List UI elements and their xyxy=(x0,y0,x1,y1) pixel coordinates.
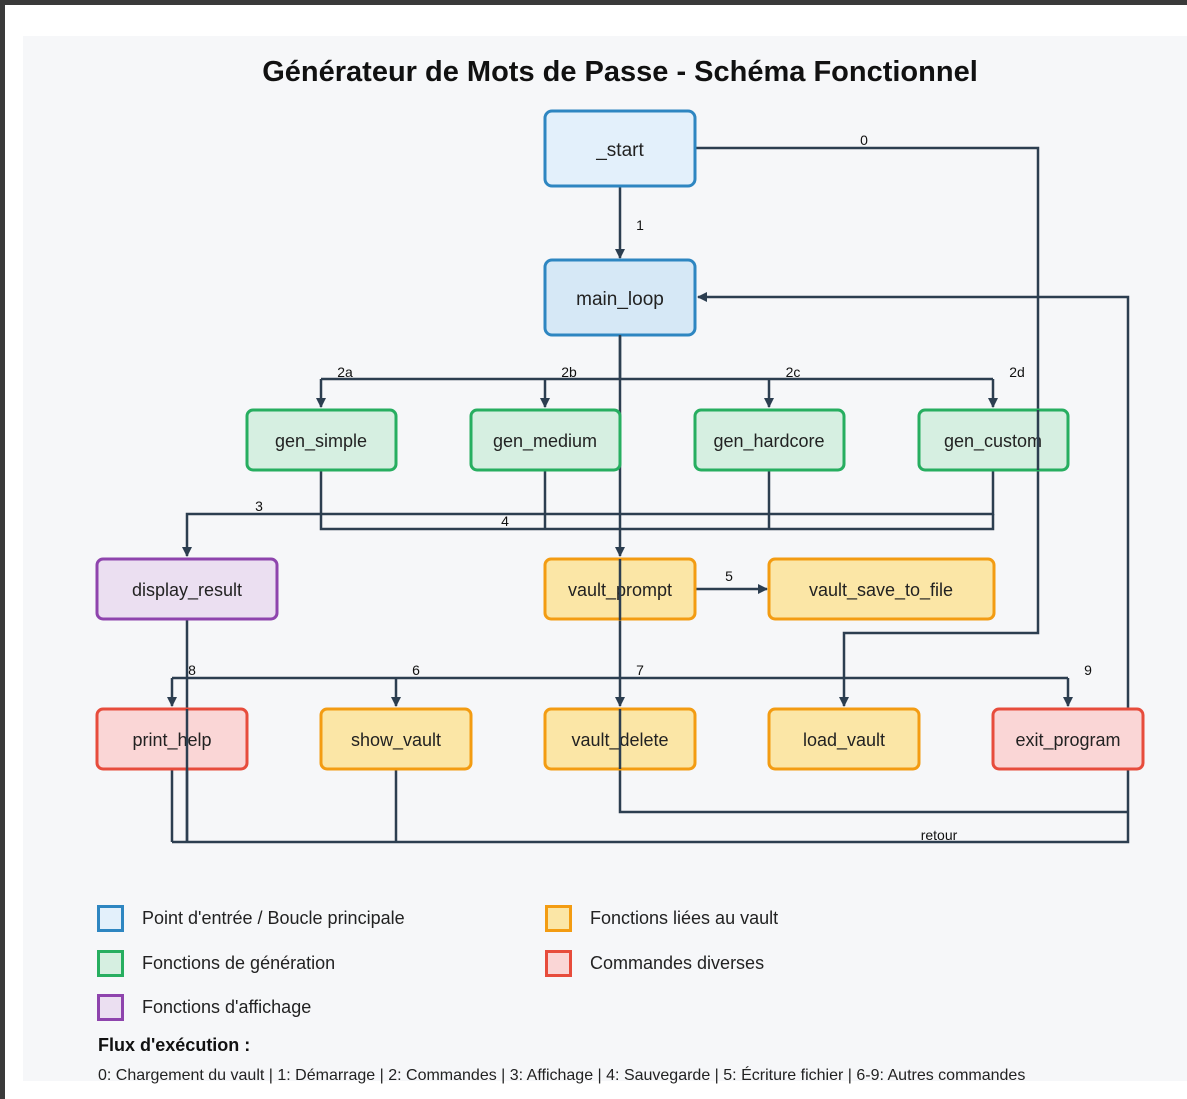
edge-vault-delete-return xyxy=(618,769,1128,814)
node-gen-custom-label: gen_custom xyxy=(944,431,1042,452)
legend-misc-label: Commandes diverses xyxy=(590,952,765,973)
node-exit-program: exit_program xyxy=(991,707,1145,771)
edge-label-9: 9 xyxy=(1084,662,1092,678)
legend-vault: Fonctions liées au vault xyxy=(545,902,778,934)
flow-title: Flux d'exécution : xyxy=(98,1035,251,1055)
node-main-loop-label: main_loop xyxy=(576,289,664,310)
legend-display: Fonctions d'affichage xyxy=(97,991,311,1023)
legend-generation: Fonctions de génération xyxy=(97,947,335,979)
legend-misc-swatch xyxy=(545,949,572,977)
node-load-vault: load_vault xyxy=(767,707,921,771)
flow-description: 0: Chargement du vault | 1: Démarrage | … xyxy=(98,1067,1026,1084)
node-gen-custom: gen_custom xyxy=(917,408,1070,472)
node-exit-program-label: exit_program xyxy=(1015,730,1120,751)
node-main-loop: main_loop xyxy=(543,258,697,337)
edge-label-retour: retour xyxy=(921,827,958,843)
edge-return-bus xyxy=(172,292,1130,844)
node-gen-medium: gen_medium xyxy=(469,408,622,472)
edge-label-1: 1 xyxy=(636,217,644,233)
node-gen-medium-label: gen_medium xyxy=(493,431,597,452)
edge-label-8: 8 xyxy=(188,662,196,678)
node-start: _start xyxy=(543,109,697,188)
node-print-help-label: print_help xyxy=(132,730,211,751)
edge-label-5: 5 xyxy=(725,568,733,584)
node-vault-save-to-file-label: vault_save_to_file xyxy=(809,580,953,601)
node-print-help: print_help xyxy=(95,707,249,771)
legend-vault-label: Fonctions liées au vault xyxy=(590,907,779,928)
node-start-label: _start xyxy=(595,140,644,161)
edge-label-7: 7 xyxy=(636,662,644,678)
overlay-edges xyxy=(185,335,1040,842)
node-vault-save-to-file: vault_save_to_file xyxy=(767,557,996,621)
edge-label-0: 0 xyxy=(860,132,868,148)
edge-start-to-load-vault xyxy=(695,146,1040,707)
window-frame-top xyxy=(0,0,1187,5)
diagram-title: Générateur de Mots de Passe - Schéma Fon… xyxy=(262,56,978,88)
legend-entry-label: Point d'entrée / Boucle principale xyxy=(142,907,405,928)
edge-label-2b: 2b xyxy=(561,364,577,380)
edge-label-2c: 2c xyxy=(786,364,801,380)
edges xyxy=(167,146,1130,844)
node-gen-simple: gen_simple xyxy=(245,408,398,472)
edge-gen-to-display xyxy=(182,470,995,557)
edge-label-2a: 2a xyxy=(337,364,353,380)
node-show-vault-label: show_vault xyxy=(351,730,441,751)
legend-generation-swatch xyxy=(97,949,124,977)
edge-gen-simple-save xyxy=(319,470,995,531)
edge-label-2d: 2d xyxy=(1009,364,1025,380)
legend-misc: Commandes diverses xyxy=(545,947,764,979)
legend-vault-swatch xyxy=(545,904,572,932)
legend-display-swatch xyxy=(97,993,124,1021)
node-gen-simple-label: gen_simple xyxy=(275,431,367,452)
legend-entry-swatch xyxy=(97,904,124,932)
node-gen-hardcore: gen_hardcore xyxy=(693,408,846,472)
node-display-result-label: display_result xyxy=(132,580,242,601)
edge-label-4: 4 xyxy=(501,513,509,529)
node-load-vault-label: load_vault xyxy=(803,730,885,751)
legend-entry: Point d'entrée / Boucle principale xyxy=(97,902,405,934)
legend-generation-label: Fonctions de génération xyxy=(142,952,336,973)
edge-label-3: 3 xyxy=(255,498,263,514)
node-display-result: display_result xyxy=(95,557,279,621)
node-gen-hardcore-label: gen_hardcore xyxy=(713,431,824,452)
edge-labels: 0 1 2a 2b 2c 2d 3 4 5 6 7 8 9 retour xyxy=(188,132,1092,843)
window-frame-left xyxy=(0,0,5,1099)
node-show-vault: show_vault xyxy=(319,707,473,771)
legend-display-label: Fonctions d'affichage xyxy=(142,996,312,1017)
edge-label-6: 6 xyxy=(412,662,420,678)
